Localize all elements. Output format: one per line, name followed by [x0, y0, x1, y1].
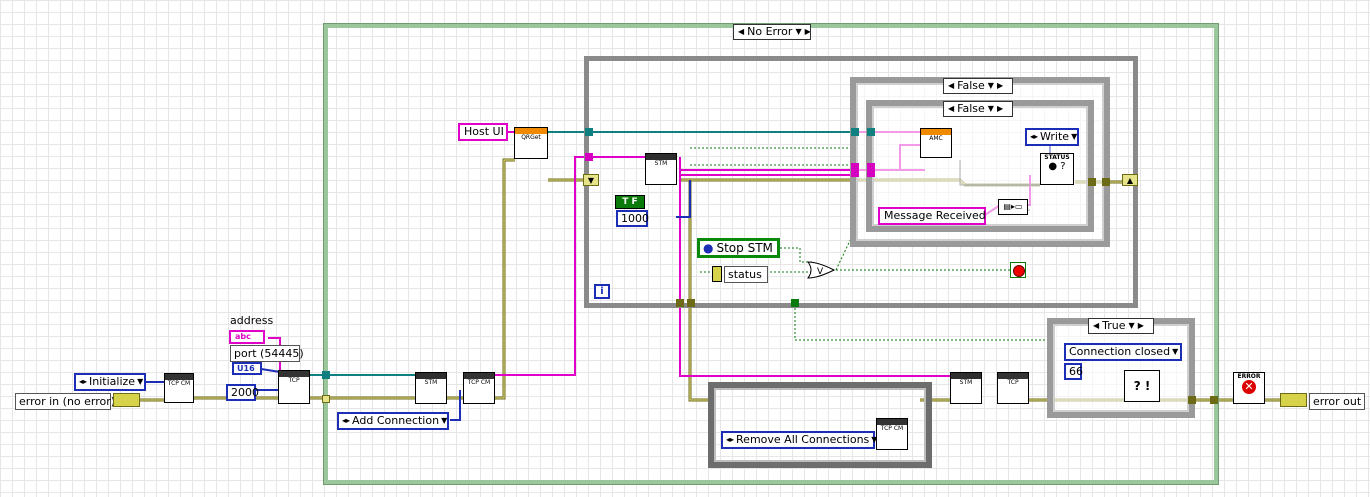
stop-stm-control[interactable]: ● Stop STM: [697, 238, 780, 258]
dropdown-icon[interactable]: ▼: [1128, 321, 1135, 330]
enum-arrows-icon: ◂▸: [342, 416, 351, 425]
increment-icon[interactable]: ▶: [1137, 321, 1144, 330]
stm-add-node[interactable]: STM: [415, 372, 447, 404]
close-case-error-tunnel: [1188, 396, 1196, 404]
address-terminal[interactable]: abc: [229, 330, 265, 344]
timeout-loop-const[interactable]: 1000: [616, 210, 649, 227]
loop-refnum-tunnel: [585, 128, 593, 136]
host-ui-const[interactable]: Host UI: [458, 123, 508, 141]
dropdown-icon[interactable]: ▼: [441, 416, 448, 425]
case-refnum-tunnel: [851, 128, 859, 136]
connection-closed-enum[interactable]: Connection closed ▼: [1064, 343, 1182, 361]
dropdown-icon[interactable]: ▼: [137, 377, 144, 386]
concat-node[interactable]: ▤▸▭: [998, 199, 1028, 215]
inner-case-outer-selector[interactable]: ◀ False ▼ ▶: [943, 78, 1013, 94]
remove-all-enum[interactable]: ◂▸ Remove All Connections ▼: [721, 431, 878, 449]
bool-const[interactable]: T F: [615, 195, 645, 209]
dropdown-icon[interactable]: ▼: [987, 104, 994, 113]
increment-icon[interactable]: ▶: [996, 104, 1004, 113]
outer-case-selector[interactable]: ◀ No Error ▼ ▶: [733, 24, 811, 40]
status-node[interactable]: STATUS ● ?: [1040, 153, 1074, 185]
unbundle-node[interactable]: [712, 266, 722, 282]
stm-read-node[interactable]: STM: [645, 153, 677, 185]
or-gate-icon: V: [807, 261, 836, 279]
write-enum[interactable]: ◂▸ Write ▼: [1025, 128, 1079, 146]
loop-string-tunnel: [585, 153, 593, 161]
warning-icon: ? !: [1133, 379, 1151, 393]
timeout-init-const[interactable]: 2000: [226, 384, 259, 401]
case-error-tunnel-outer: [1102, 178, 1110, 186]
error-cluster-from-code-node[interactable]: ? !: [1124, 370, 1160, 402]
error-code-const[interactable]: 66: [1064, 363, 1083, 380]
shift-register-right: ▲: [1122, 174, 1138, 186]
tcp-cm-node[interactable]: TCP CM: [164, 373, 194, 403]
status-label: status: [724, 266, 768, 283]
dropdown-icon[interactable]: ▼: [1172, 347, 1179, 356]
case-string-tunnel: [851, 163, 859, 177]
close-case-selector[interactable]: ◀ True ▼ ▶: [1088, 318, 1154, 334]
port-label: port (54445): [230, 345, 304, 362]
case-refnum-tunnel-inner: [867, 128, 875, 136]
outer-case-label: No Error: [747, 25, 793, 38]
status-icon: ● ?: [1048, 161, 1066, 172]
tcp-cm-add-node[interactable]: TCP CM: [463, 372, 495, 404]
loop-bool-tunnel: [791, 299, 799, 307]
error-handler-node[interactable]: ERROR ✕: [1233, 372, 1265, 404]
shift-register-left: ▼: [583, 174, 599, 186]
port-terminal[interactable]: U16: [232, 362, 262, 375]
loop-stop-terminal[interactable]: [1010, 262, 1026, 278]
stop-icon: ●: [703, 241, 714, 255]
tcp-cm-remove-node[interactable]: TCP CM: [876, 418, 908, 450]
error-out-terminal[interactable]: [1280, 393, 1307, 407]
error-x-icon: ✕: [1234, 380, 1264, 394]
increment-icon[interactable]: ▶: [996, 81, 1004, 90]
stm-close-node[interactable]: STM: [950, 372, 982, 404]
stop-sign-icon: [1013, 265, 1025, 277]
error-tunnel: [322, 395, 330, 403]
loop-error-tunnel-a: [676, 299, 684, 307]
decrement-icon[interactable]: ◀: [1093, 321, 1100, 330]
decrement-icon[interactable]: ◀: [948, 104, 955, 113]
svg-text:V: V: [817, 267, 824, 277]
concat-icon: ▤▸▭: [1003, 202, 1023, 211]
enum-arrows-icon: ◂▸: [726, 435, 735, 444]
message-received-const[interactable]: Message Received: [878, 207, 986, 225]
dropdown-icon[interactable]: ▼: [987, 81, 994, 90]
enum-arrows-icon: ◂▸: [79, 377, 88, 386]
outer-case-error-tunnel: [1210, 396, 1218, 404]
dropdown-icon[interactable]: ▼: [871, 435, 878, 444]
decrement-icon[interactable]: ◀: [948, 81, 955, 90]
tcp-listen-node[interactable]: TCP: [278, 370, 310, 404]
address-label: address: [230, 314, 274, 327]
qrgt-node[interactable]: QRGet: [514, 127, 548, 159]
case-string-tunnel-inner: [867, 163, 875, 177]
decrement-icon[interactable]: ◀: [738, 27, 745, 36]
add-connection-enum[interactable]: ◂▸ Add Connection ▼: [337, 412, 449, 430]
error-in-terminal[interactable]: [113, 393, 140, 407]
iteration-terminal: i: [594, 284, 610, 299]
case-error-tunnel: [1088, 178, 1096, 186]
initialize-enum[interactable]: ◂▸ Initialize ▼: [74, 373, 146, 391]
tcp-close-node[interactable]: TCP: [997, 372, 1029, 404]
enum-arrows-icon: ◂▸: [1030, 132, 1039, 141]
inner-case-inner-selector[interactable]: ◀ False ▼ ▶: [943, 101, 1013, 117]
error-out-indicator[interactable]: error out: [1309, 393, 1365, 410]
dropdown-icon[interactable]: ▼: [1071, 132, 1078, 141]
error-in-control[interactable]: error in (no error): [15, 393, 115, 410]
increment-icon[interactable]: ▶: [804, 27, 811, 36]
amc-write-node[interactable]: AMC: [920, 128, 952, 158]
refnum-tunnel: [322, 371, 330, 379]
dropdown-icon[interactable]: ▼: [795, 27, 802, 36]
loop-error-tunnel-b: [687, 299, 695, 307]
